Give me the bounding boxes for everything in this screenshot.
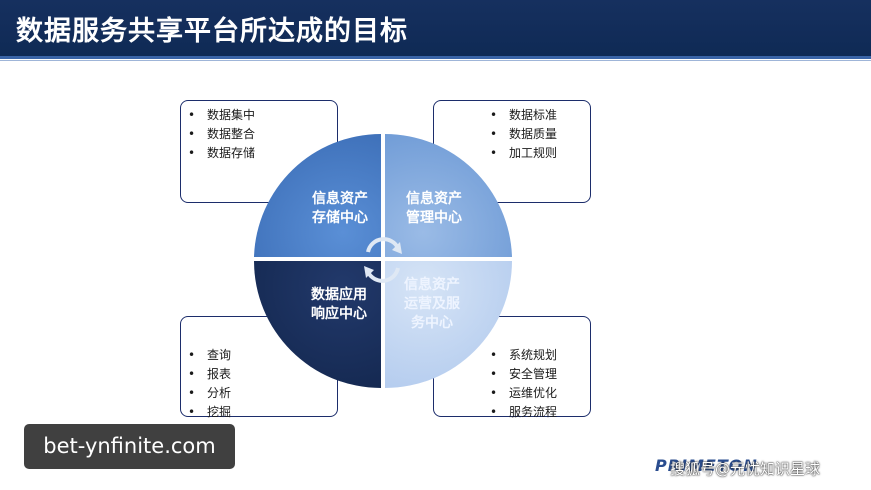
- title-underline: [0, 56, 871, 59]
- bullet-icon: •: [188, 386, 196, 400]
- list-item-label: 服务流程: [509, 405, 558, 419]
- list-item-label: 数据标准: [509, 108, 558, 122]
- list-item-label: 数据质量: [509, 127, 558, 141]
- list-item: • 服务流程: [487, 403, 557, 422]
- bullet-icon: •: [490, 348, 498, 362]
- list-item-label: 分析: [207, 386, 232, 400]
- quadrant-label-line: 存储中心: [312, 210, 368, 226]
- page-title: 数据服务共享平台所达成的目标: [16, 16, 408, 47]
- feature-list: • 查询 • 报表 • 分析 • 挖掘: [185, 346, 231, 422]
- cycle-arrows-icon: [364, 237, 402, 283]
- list-item: • 数据存储: [185, 144, 255, 163]
- quadrant-label-operations: 信息资产运营及服务中心: [377, 276, 487, 333]
- bullet-icon: •: [490, 367, 498, 381]
- bullet-icon: •: [188, 367, 196, 381]
- list-item: • 安全管理: [487, 365, 557, 384]
- list-item-label: 挖掘: [207, 405, 232, 419]
- brand-logo: PRIMETON: [655, 456, 758, 475]
- bullet-icon: •: [188, 127, 196, 141]
- list-item-label: 报表: [207, 367, 232, 381]
- quadrant-label-line: 信息资产: [406, 191, 462, 207]
- bullet-icon: •: [490, 146, 498, 160]
- title-underline-thin: [0, 60, 871, 61]
- quadrant-label-storage: 信息资产存储中心: [285, 190, 395, 228]
- quadrant-application: [254, 261, 381, 388]
- bullet-icon: •: [188, 108, 196, 122]
- list-item-label: 系统规划: [509, 348, 558, 362]
- list-item: • 挖掘: [185, 403, 231, 422]
- list-item: • 数据整合: [185, 125, 255, 144]
- quadrant-storage: [254, 133, 381, 257]
- list-item-label: 数据集中: [207, 108, 256, 122]
- source-credit: 搜狐号@元忧知识星球: [670, 460, 821, 478]
- bullet-icon: •: [490, 108, 498, 122]
- list-item-label: 数据整合: [207, 127, 256, 141]
- list-item: • 系统规划: [487, 346, 557, 365]
- bullet-icon: •: [490, 405, 498, 419]
- list-item-label: 运维优化: [509, 386, 558, 400]
- watermark-badge: bet-ynfinite.com: [24, 424, 235, 469]
- title-bar: 数据服务共享平台所达成的目标: [0, 0, 871, 56]
- list-item: • 数据集中: [185, 106, 255, 125]
- feature-list: • 数据标准 • 数据质量 • 加工规则: [487, 106, 557, 163]
- list-item-label: 数据存储: [207, 146, 256, 160]
- quadrant-label-line: 管理中心: [406, 210, 462, 226]
- bullet-icon: •: [188, 146, 196, 160]
- quadrant-label-line: 运营及服: [404, 296, 460, 312]
- bullet-icon: •: [490, 127, 498, 141]
- list-item: • 运维优化: [487, 384, 557, 403]
- quadrant-label-application: 数据应用响应中心: [284, 286, 394, 324]
- list-item-label: 查询: [207, 348, 232, 362]
- bullet-icon: •: [188, 405, 196, 419]
- quadrant-operations: [385, 261, 512, 388]
- quadrant-label-line: 响应中心: [311, 306, 367, 322]
- quadrant-circle: [254, 133, 512, 388]
- quadrant-management: [385, 133, 512, 257]
- feature-list: • 系统规划 • 安全管理 • 运维优化 • 服务流程: [487, 346, 557, 422]
- list-item-label: 加工规则: [509, 146, 558, 160]
- list-item: • 分析: [185, 384, 231, 403]
- list-item: • 数据质量: [487, 125, 557, 144]
- list-item: • 报表: [185, 365, 231, 384]
- list-item: • 加工规则: [487, 144, 557, 163]
- quadrant-label-line: 信息资产: [312, 191, 368, 207]
- bullet-icon: •: [188, 348, 196, 362]
- quadrant-label-management: 信息资产管理中心: [379, 190, 489, 228]
- list-item-label: 安全管理: [509, 367, 558, 381]
- quadrant-label-line: 数据应用: [311, 287, 367, 303]
- bullet-icon: •: [490, 386, 498, 400]
- quadrant-label-line: 务中心: [411, 315, 453, 331]
- feature-list: • 数据集中 • 数据整合 • 数据存储: [185, 106, 255, 163]
- list-item: • 数据标准: [487, 106, 557, 125]
- box-storage-features: • 数据集中 • 数据整合 • 数据存储: [180, 100, 338, 203]
- list-item: • 查询: [185, 346, 231, 365]
- quadrant-label-line: 信息资产: [404, 277, 460, 293]
